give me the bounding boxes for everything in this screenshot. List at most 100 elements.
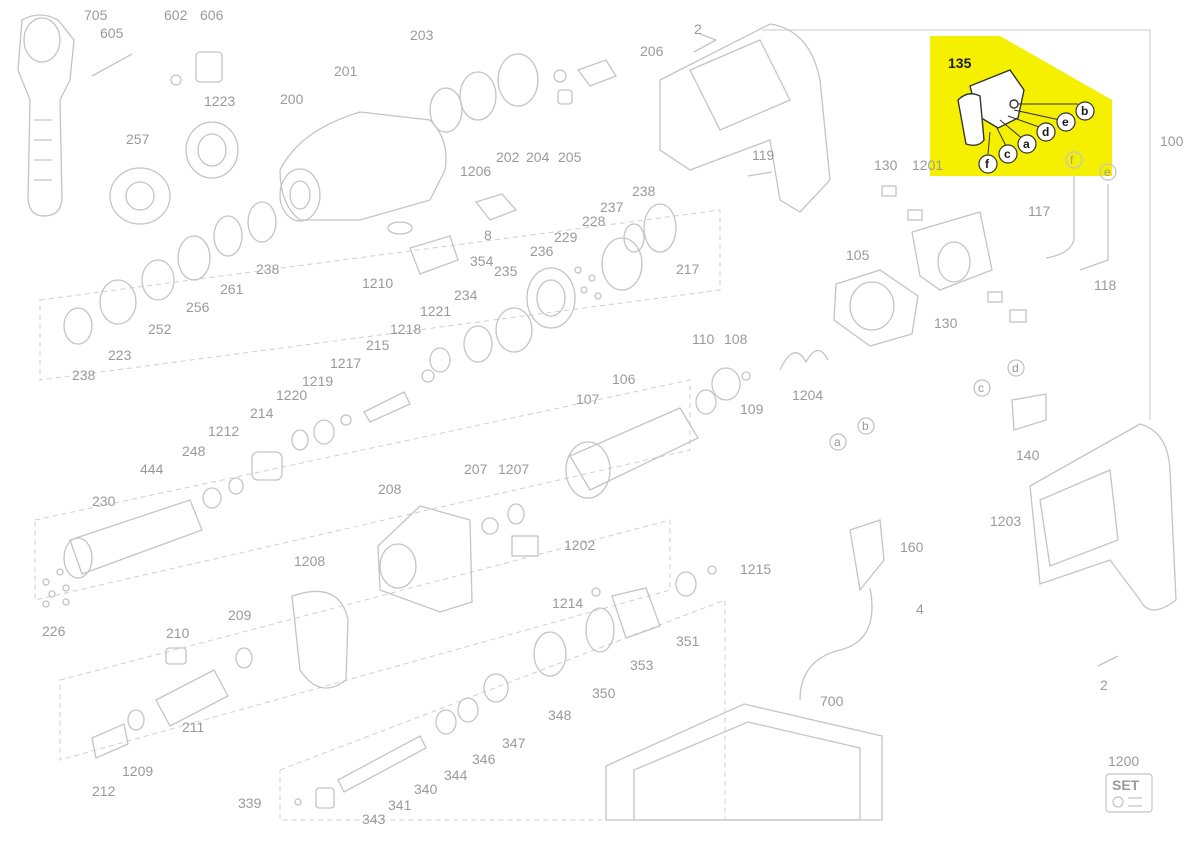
part-label: 347 [502,735,526,751]
part-label: 200 [280,91,304,107]
part-label: 339 [238,795,262,811]
part-label: 700 [820,693,844,709]
part-label: 1206 [460,163,491,179]
part-label: 1220 [276,387,307,403]
wire-tag-e: e [1104,165,1111,179]
part-label: 160 [900,539,924,555]
part-label: 238 [632,183,656,199]
part-label: 1219 [302,373,333,389]
part-label: 1212 [208,423,239,439]
part-label: 341 [388,797,412,813]
part-label: 100 [1160,133,1184,149]
callout-e: e [1062,115,1069,129]
part-label: 208 [378,481,402,497]
part-label: 1210 [362,275,393,291]
part-label: 236 [530,243,554,259]
part-label: 217 [676,261,700,277]
part-label: 207 [464,461,488,477]
part-label: 252 [148,321,172,337]
part-label: 211 [182,719,205,735]
part-label: 106 [612,371,636,387]
part-label: 256 [186,299,210,315]
part-label: 209 [228,607,252,623]
wire-tag-d: d [1012,361,1019,375]
part-label: 1209 [122,763,153,779]
part-label: 1223 [204,93,235,109]
part-label: 602 [164,7,188,23]
set-badge: SET [1105,773,1153,813]
part-label: 348 [548,707,572,723]
part-label: 204 [526,149,550,165]
wire-tag-b: b [862,419,869,433]
part-label: 210 [166,625,190,641]
part-label: 248 [182,443,206,459]
part-label: 1201 [912,157,943,173]
part-label: 201 [334,63,358,79]
part-label: 340 [414,781,438,797]
part-label: 1204 [792,387,823,403]
part-label: 223 [108,347,132,363]
part-drawings [17,14,1177,821]
part-label: 229 [554,229,578,245]
part-label: 206 [640,43,664,59]
part-label: 343 [362,811,386,827]
callout-c: c [1004,147,1011,161]
part-label: 1200 [1108,753,1139,769]
part-number-135: 135 [948,55,972,71]
part-label: 353 [630,657,654,673]
part-label: 214 [250,405,274,421]
part-label: 8 [484,227,492,243]
part-label: 606 [200,7,224,23]
part-label: 350 [592,685,616,701]
part-label: 1221 [420,303,451,319]
set-badge-text: SET [1112,777,1140,793]
part-label: 212 [92,783,116,799]
part-label: 2 [694,21,702,37]
callout-f: f [985,157,990,171]
wire-letter-tags: f e c d a b [834,153,1111,449]
part-labels: 705 605 602 606 203 206 201 200 1223 257… [42,7,1184,827]
part-label: 237 [600,199,624,215]
part-label: 257 [126,131,150,147]
part-label: 346 [472,751,496,767]
part-label: 705 [84,7,108,23]
part-label: 108 [724,331,748,347]
part-label: 1208 [294,553,325,569]
part-label: 105 [846,247,870,263]
part-label: 107 [576,391,600,407]
part-label: 444 [140,461,164,477]
side-handle-part [17,14,75,217]
part-label: 119 [752,147,775,163]
callout-letters-highlight: b e d a c f 135 [948,55,1095,174]
part-label: 203 [410,27,434,43]
part-label: 215 [366,337,390,353]
part-label: 202 [496,149,520,165]
part-label: 118 [1094,277,1117,293]
part-label: 130 [874,157,898,173]
part-label: 228 [582,213,606,229]
part-label: 235 [494,263,518,279]
part-label: 1207 [498,461,529,477]
part-label: 238 [72,367,96,383]
switch-part-135[interactable] [957,69,1078,155]
part-label: 117 [1028,203,1051,219]
part-label: 605 [100,25,124,41]
part-label: 344 [444,767,468,783]
part-label: 130 [934,315,958,331]
callout-b: b [1081,104,1088,118]
part-label: 109 [740,401,764,417]
part-label: 261 [220,281,244,297]
part-label: 4 [916,601,924,617]
part-label: 1202 [564,537,595,553]
callout-a: a [1023,137,1030,151]
part-label: 205 [558,149,582,165]
part-label: 140 [1016,447,1040,463]
callout-d: d [1042,125,1049,139]
part-label: 230 [92,493,116,509]
part-label: 351 [676,633,700,649]
part-label: 226 [42,623,66,639]
part-label: 354 [470,253,494,269]
wire-tag-a: a [834,435,841,449]
part-label: 234 [454,287,478,303]
